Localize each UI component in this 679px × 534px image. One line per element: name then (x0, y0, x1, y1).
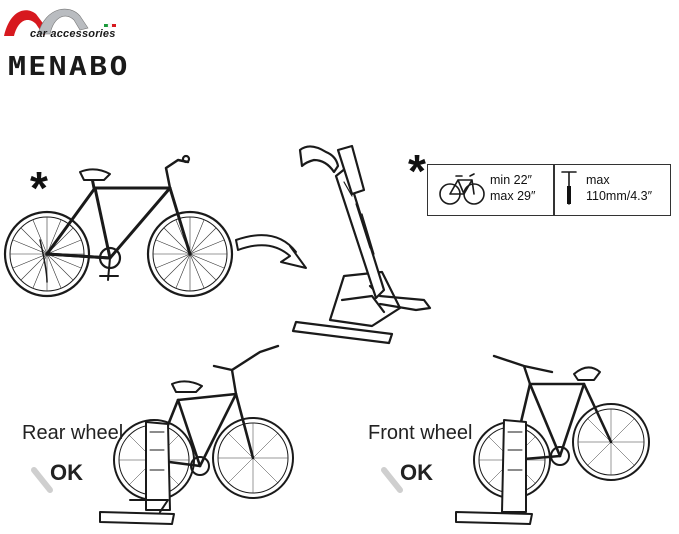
seat-tube-diameter-icon (561, 171, 577, 205)
logo-wordmark: MENABO (8, 52, 130, 82)
bike-asterisk: * (30, 162, 48, 214)
front-wheel-mounted-bicycle-icon (455, 354, 650, 525)
logo-red-swoosh-icon (4, 10, 48, 36)
ok-check-icon (31, 467, 53, 493)
wheel-size-icon (439, 173, 485, 205)
rear-wheel-ok: OK (50, 460, 83, 485)
rear-wheel-mounted-bicycle-icon (99, 344, 294, 525)
menabo-logo (4, 8, 116, 36)
ok-check-icon (381, 467, 403, 493)
bicycle-side-view-icon (3, 154, 234, 298)
spec-box (427, 164, 671, 216)
rear-wheel-label: Rear wheel (22, 422, 124, 444)
spec-asterisk: * (408, 145, 426, 197)
tube-size-label: max (586, 173, 610, 187)
bike-stand-product-icon (291, 144, 432, 345)
italian-flag-icon (104, 24, 108, 27)
logo-tagline: car accessories (30, 28, 116, 40)
wheel-size-max: max 29″ (490, 189, 536, 203)
logo-silver-swoosh-icon (37, 8, 89, 35)
front-wheel-ok: OK (400, 460, 433, 485)
wheel-size-min: min 22″ (490, 173, 532, 187)
arrow-icon (235, 234, 307, 269)
tube-size-value: 110mm/4.3″ (586, 189, 653, 203)
front-wheel-label: Front wheel (368, 422, 473, 444)
spec-divider (553, 164, 555, 216)
